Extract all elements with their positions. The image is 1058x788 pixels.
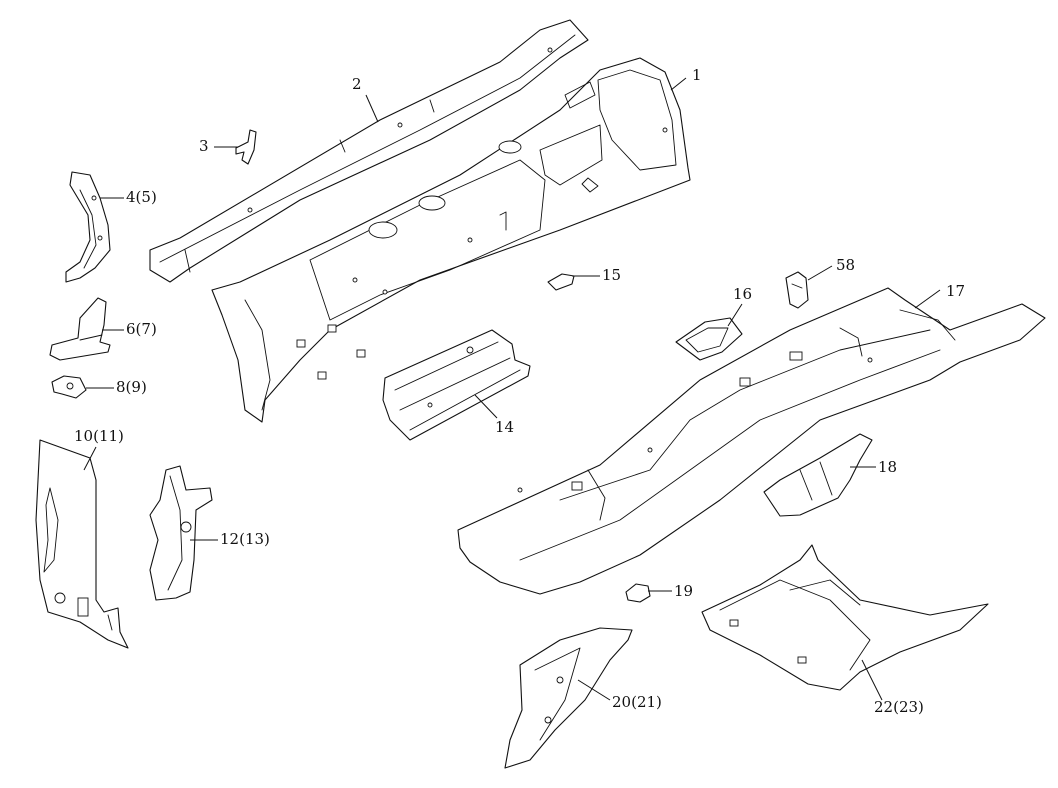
leader-10 bbox=[83, 446, 97, 471]
callout-2: 2 bbox=[352, 75, 362, 93]
part-22-rear-floor bbox=[701, 544, 989, 691]
callout-18: 18 bbox=[878, 458, 898, 476]
leader-22 bbox=[861, 659, 883, 701]
leader-17 bbox=[914, 289, 941, 309]
callout-6: 6(7) bbox=[126, 320, 157, 338]
callout-20: 20(21) bbox=[612, 693, 662, 711]
part-19-pad bbox=[625, 583, 651, 603]
callout-17: 17 bbox=[946, 282, 966, 300]
part-18-bracket bbox=[763, 433, 873, 517]
leader-2 bbox=[365, 94, 379, 123]
part-12-pillar-bracket bbox=[149, 465, 213, 601]
callout-14: 14 bbox=[495, 418, 515, 436]
part-15-clip bbox=[547, 273, 575, 291]
leader-1 bbox=[670, 77, 687, 91]
part-3-bracket bbox=[235, 129, 257, 165]
part-1-dash-panel bbox=[211, 57, 691, 423]
part-8-clip bbox=[51, 375, 87, 399]
callout-58: 58 bbox=[836, 256, 856, 274]
callout-4: 4(5) bbox=[126, 188, 157, 206]
leader-14 bbox=[474, 394, 498, 419]
callout-12: 12(13) bbox=[220, 530, 270, 548]
callout-1: 1 bbox=[692, 66, 702, 84]
part-2-cowl-rail bbox=[149, 19, 589, 283]
callout-22: 22(23) bbox=[874, 698, 924, 716]
part-58-bracket bbox=[785, 271, 809, 309]
part-14-cross-member bbox=[382, 329, 531, 441]
part-16-cover bbox=[675, 317, 743, 361]
callout-8: 8(9) bbox=[116, 378, 147, 396]
leader-58 bbox=[807, 265, 833, 281]
callout-15: 15 bbox=[602, 266, 622, 284]
callout-19: 19 bbox=[674, 582, 694, 600]
part-6-bracket bbox=[49, 297, 111, 361]
part-4-bracket bbox=[65, 171, 111, 283]
leader-16 bbox=[727, 303, 743, 327]
part-10-side-panel bbox=[35, 439, 129, 649]
leader-lines bbox=[83, 77, 941, 701]
callout-3: 3 bbox=[199, 137, 209, 155]
leader-20 bbox=[577, 679, 611, 701]
part-17-floor-pan bbox=[457, 287, 1046, 595]
callout-16: 16 bbox=[733, 285, 753, 303]
callout-10: 10(11) bbox=[74, 427, 124, 445]
part-20-rail bbox=[504, 627, 633, 769]
